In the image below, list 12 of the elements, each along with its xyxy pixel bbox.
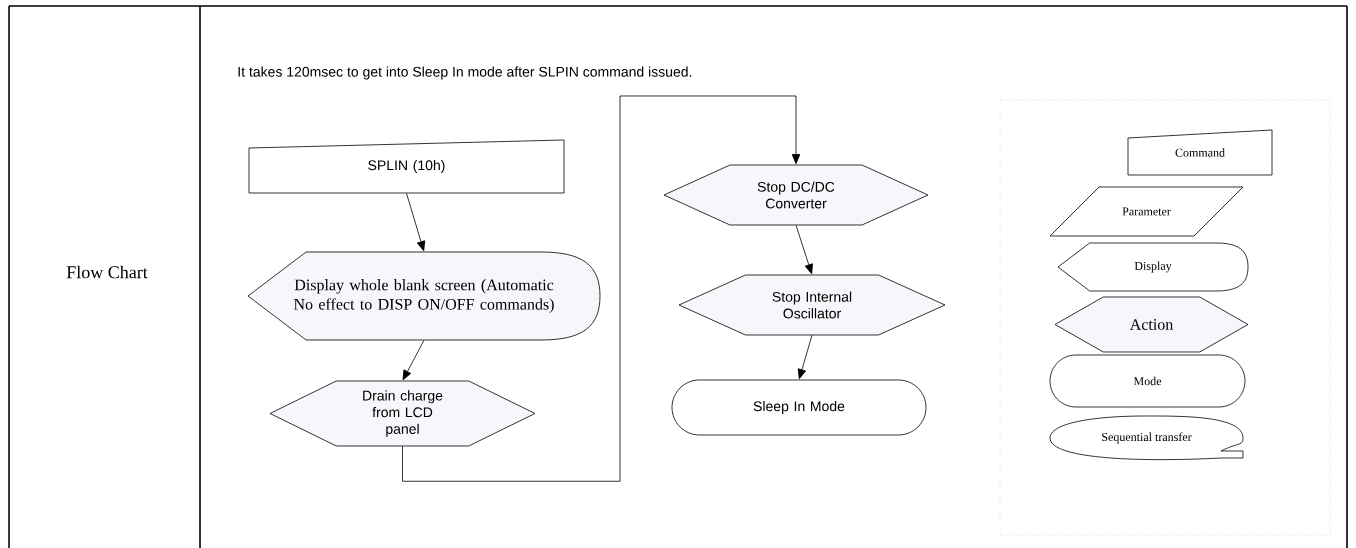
- command-box: SPLIN (10h): [248, 139, 565, 194]
- action-hexagon: Stop DC/DC Converter: [663, 164, 929, 226]
- row-heading: Flow Chart: [66, 265, 148, 279]
- mode-terminal: Sleep In Mode: [671, 379, 927, 436]
- arrow: [797, 334, 813, 380]
- note-text: It takes 120msec to get into Sleep In mode after SLPIN command issued.: [238, 66, 692, 80]
- action-hexagon: Drain charge from LCD panel: [269, 380, 536, 447]
- arrow: [402, 339, 425, 381]
- arrow: [406, 192, 426, 252]
- arrow: [795, 224, 813, 275]
- arrow: [402, 95, 801, 482]
- action-hexagon: Stop Internal Oscillator: [678, 274, 946, 336]
